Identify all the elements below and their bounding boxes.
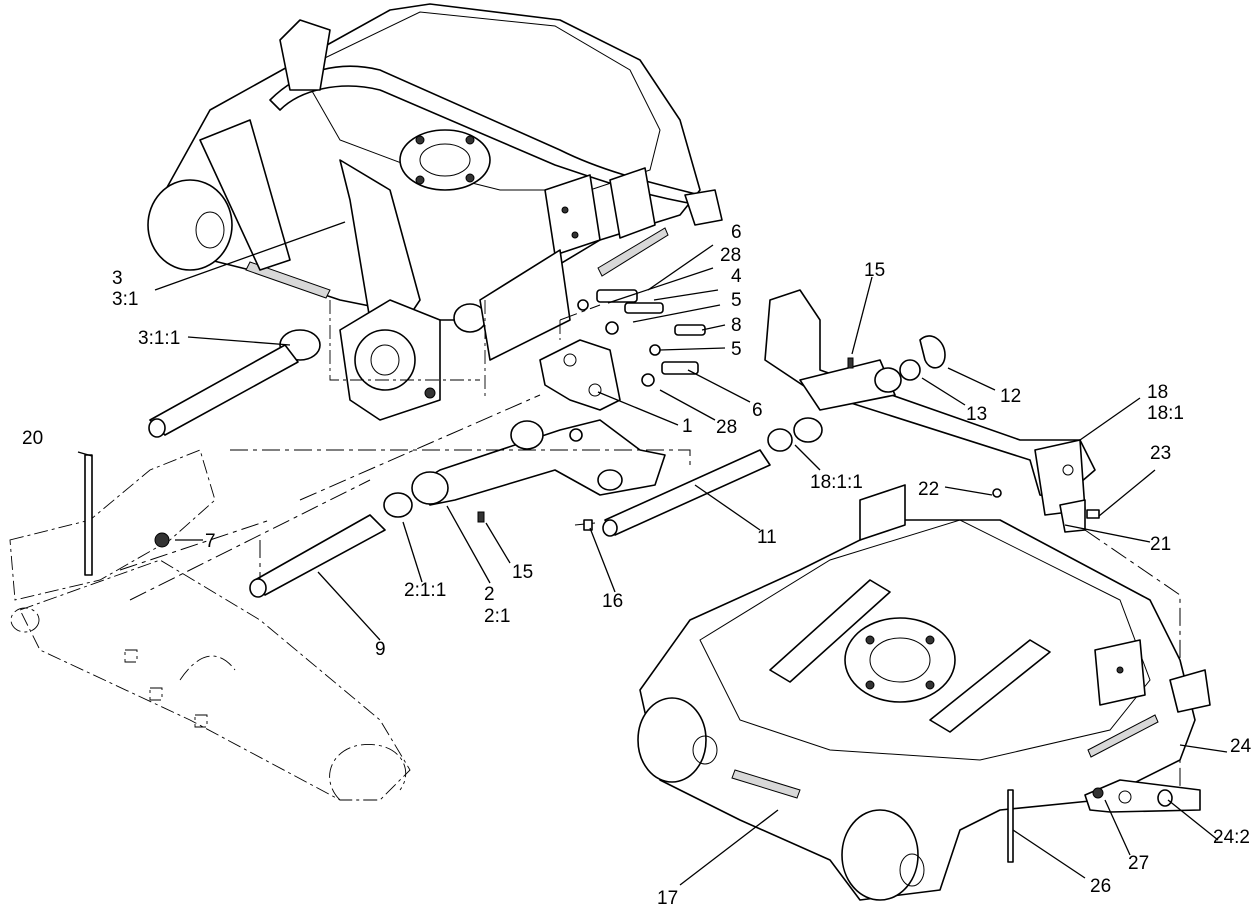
callout-12: 12 [1000,386,1021,407]
exploded-hardware-drawing [119,289,823,601]
callout-26: 26 [1090,876,1111,897]
callout-27: 27 [1128,853,1149,874]
lower-mower-deck-drawing [637,484,1211,901]
callout-18: 18 [1147,382,1168,403]
callout-1: 1 [682,416,693,437]
callout-17: 17 [657,888,678,909]
callout-9: 9 [375,639,386,660]
leader-lines [77,221,1228,886]
callout-28-lower: 28 [716,417,737,438]
callout-11: 11 [757,527,777,548]
callout-6-upper: 6 [731,222,742,243]
callout-15-lower: 15 [512,562,533,583]
callout-18-1: 18:1 [1147,403,1184,424]
callout-3-1: 3:1 [112,289,138,310]
callout-3: 3 [112,268,123,289]
callout-2-1: 2:1 [484,606,510,627]
callout-24: 24 [1230,736,1252,757]
tractor-frame-ghost-drawing [9,449,411,801]
callout-20: 20 [22,428,43,449]
lift-frame-drawing [764,289,1181,800]
callout-23: 23 [1150,443,1171,464]
callout-24-2: 24:2 [1213,827,1250,848]
callout-2: 2 [484,584,495,605]
callout-16: 16 [602,591,623,612]
callout-3-1-1: 3:1:1 [138,328,180,349]
callout-labels: 3 3:1 3:1:1 20 7 9 2:1:1 2 2:1 15 16 11 … [22,222,1252,909]
callout-15-upper: 15 [864,260,885,281]
callout-21: 21 [1150,534,1171,555]
callout-18-1-1: 18:1:1 [810,472,863,493]
callout-6-lower: 6 [752,400,763,421]
callout-8: 8 [731,315,742,336]
upper-mower-deck-drawing [147,3,723,421]
callout-28-upper: 28 [720,245,741,266]
callout-22: 22 [918,479,939,500]
callout-13: 13 [966,404,987,425]
callout-5-upper: 5 [731,290,742,311]
callout-5-lower: 5 [731,339,742,360]
callout-2-1-1: 2:1:1 [404,580,446,601]
callout-7: 7 [205,531,216,552]
callout-4: 4 [731,266,742,287]
